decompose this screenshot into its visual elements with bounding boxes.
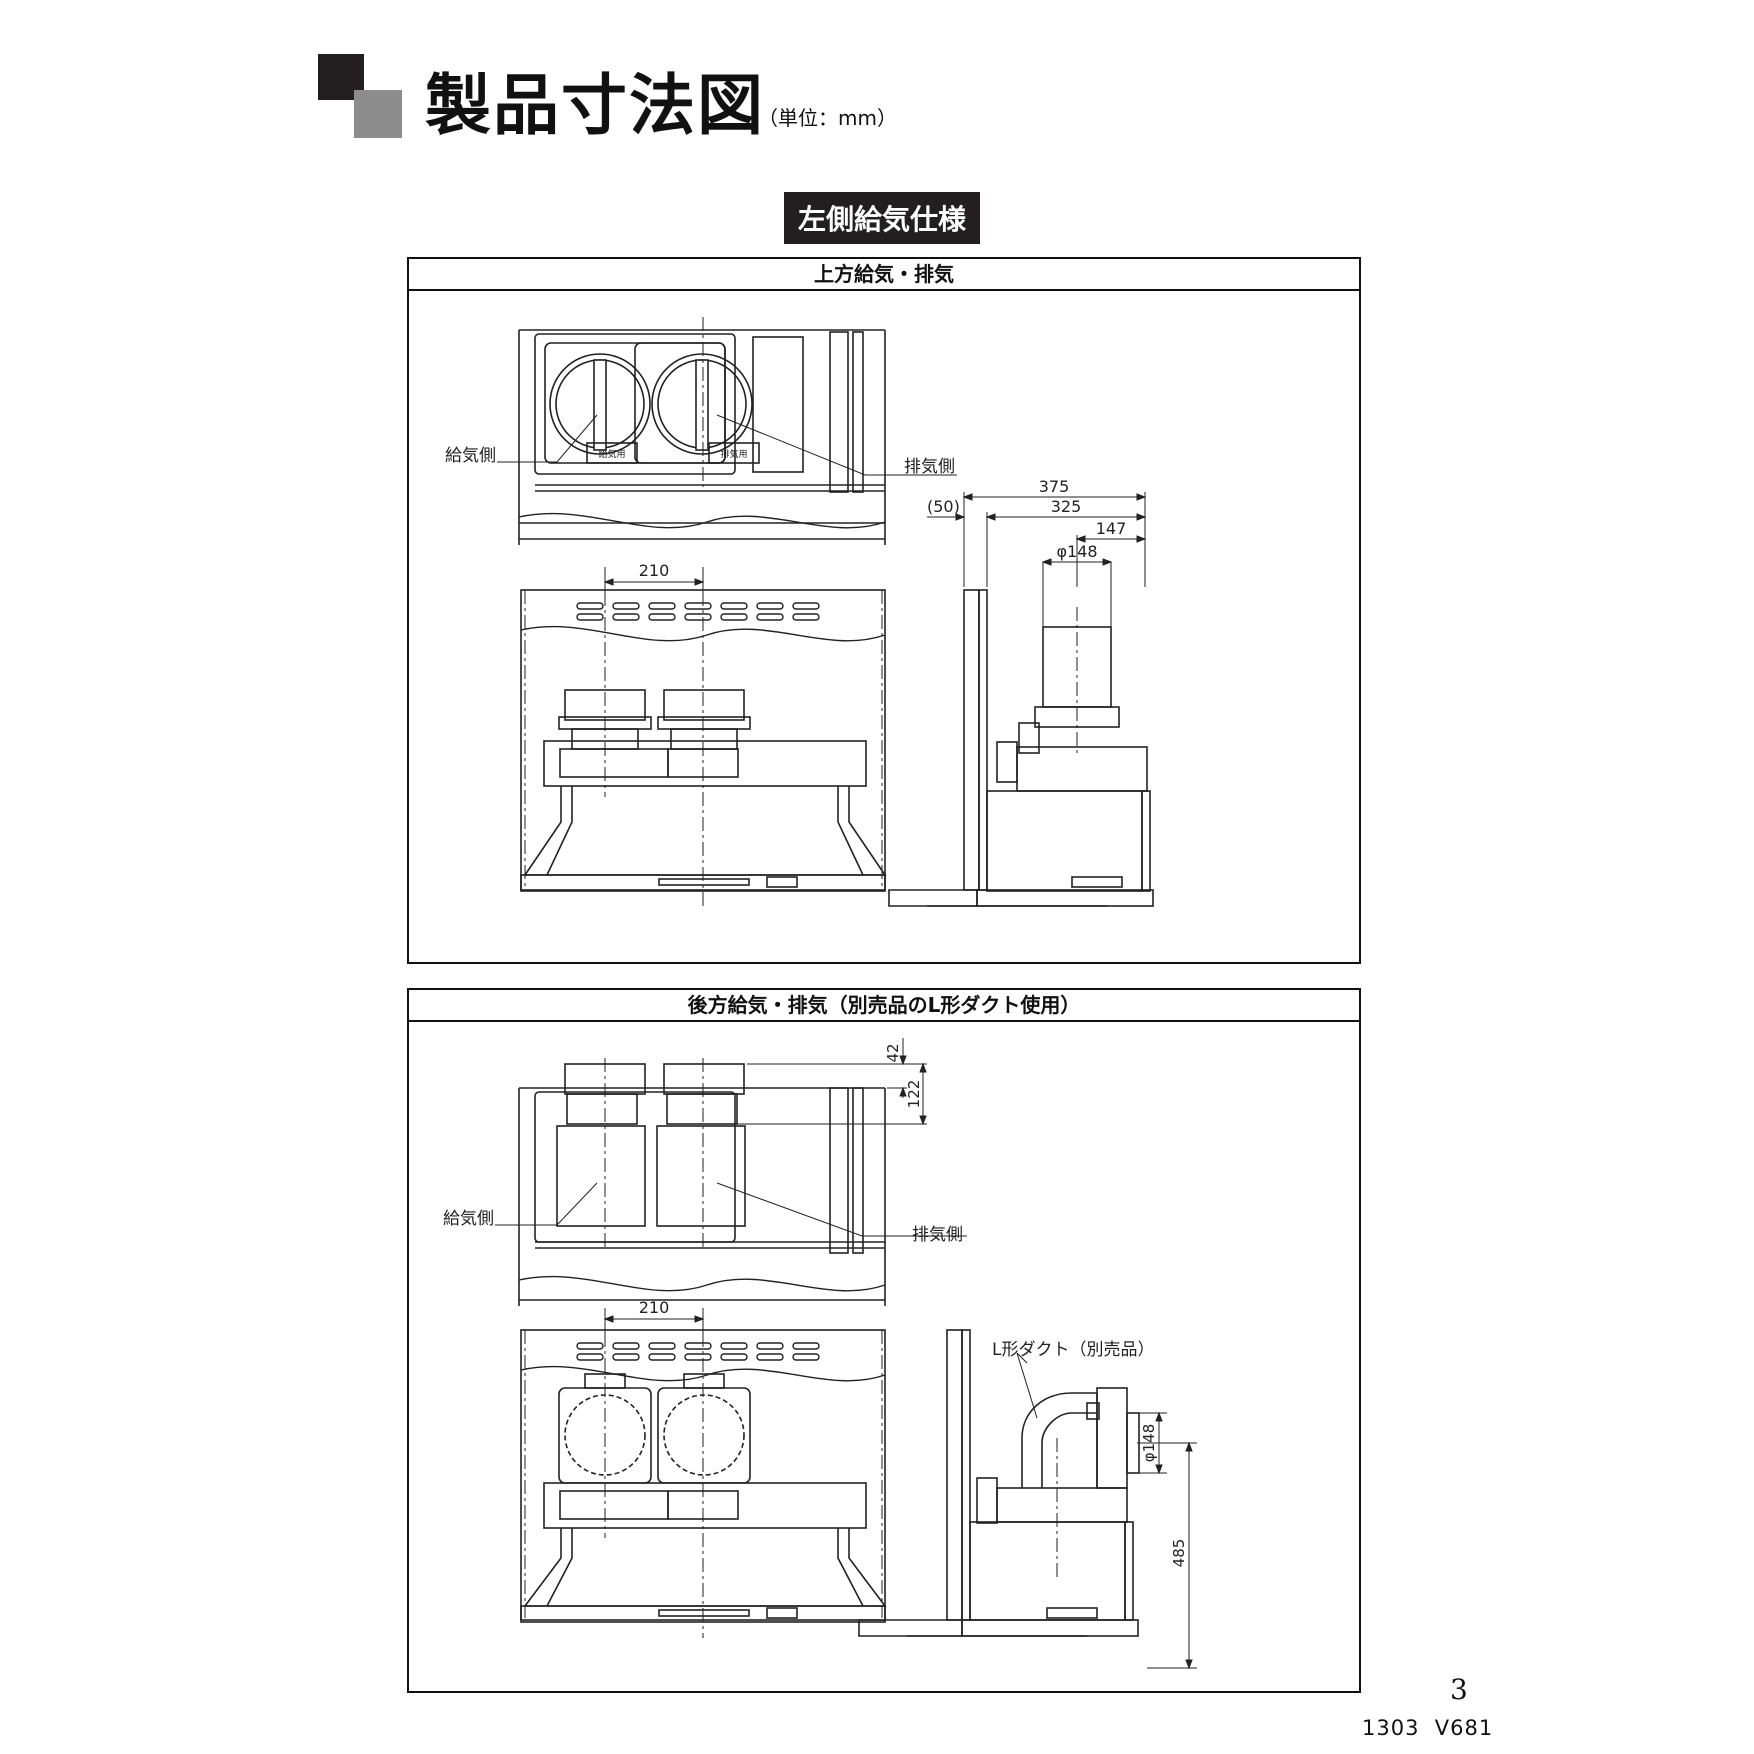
label-exhaust-p2: 排気側	[912, 1225, 963, 1245]
panel-rear-supply-exhaust: 後方給気・排気（別売品のL形ダクト使用）	[407, 988, 1361, 1693]
dim-label-42: 42	[884, 1043, 902, 1062]
dim-label-148-p2: φ148	[1140, 1424, 1158, 1463]
dimension-set-side-p1	[927, 492, 1147, 627]
plate-label-exhaust: 排気用	[720, 448, 747, 460]
dim-label-147: 147	[1096, 519, 1127, 538]
panel-title: 後方給気・排気（別売品のL形ダクト使用）	[409, 990, 1359, 1022]
side-view-rear-drawing	[858, 1329, 1140, 1637]
dim-label-375: 375	[1039, 477, 1070, 496]
header-mark-gray-square	[354, 90, 402, 138]
document-code: 1303 V681	[1362, 1716, 1494, 1740]
top-view-rear-centerline	[604, 1058, 704, 1248]
front-view-rear-centerlines	[524, 1308, 883, 1638]
panel2-drawings: 給気側 排気側 L形ダクト（別売品） 210 42 122 φ148 485	[443, 1038, 1197, 1670]
dim-label-50: (50)	[927, 497, 960, 516]
leader-exhaust-p2	[716, 1182, 967, 1237]
dim-label-325: 325	[1051, 497, 1082, 516]
leader-supply-p1	[497, 414, 598, 463]
front-view-centerlines	[524, 567, 883, 907]
label-exhaust-p1: 排気側	[904, 457, 955, 477]
dimension-210-p2	[603, 1314, 705, 1338]
page-title: 製品寸法図	[425, 67, 765, 144]
leader-l-duct	[1016, 1352, 1038, 1419]
dimension-set-side-p2	[1127, 1411, 1197, 1670]
page-number: 3	[1450, 1673, 1468, 1706]
top-view-rear-drawing	[518, 1063, 886, 1306]
label-supply-p2: 給気側	[443, 1209, 494, 1229]
dim-label-210-p2: 210	[639, 1298, 670, 1317]
dim-label-122: 122	[905, 1080, 923, 1109]
header-mark	[318, 54, 404, 138]
plate-label-supply: 給気用	[598, 448, 625, 460]
leader-supply-p2	[495, 1182, 598, 1226]
dim-label-485: 485	[1170, 1539, 1188, 1568]
dim-label-210-p1: 210	[639, 561, 670, 580]
top-view-drawing	[518, 329, 886, 545]
dimension-210-p1	[603, 577, 705, 599]
panel1-drawings: 給気用 排気用 給気側 排気側 210 375 325 (50) 147 φ14…	[445, 317, 1154, 907]
dimension-set-top-p2	[737, 1038, 927, 1126]
label-l-duct: L形ダクト（別売品）	[992, 1340, 1154, 1360]
dim-label-148-p1: φ148	[1056, 542, 1097, 561]
unit-label: （単位：mm）	[758, 106, 897, 130]
panel-top-supply-exhaust: 上方給気・排気	[407, 257, 1361, 964]
side-view-drawing	[888, 589, 1154, 907]
label-supply-p1: 給気側	[445, 446, 496, 466]
leader-exhaust-p1	[716, 414, 957, 476]
spec-badge: 左側給気仕様	[784, 192, 981, 244]
panel-title: 上方給気・排気	[409, 259, 1359, 291]
